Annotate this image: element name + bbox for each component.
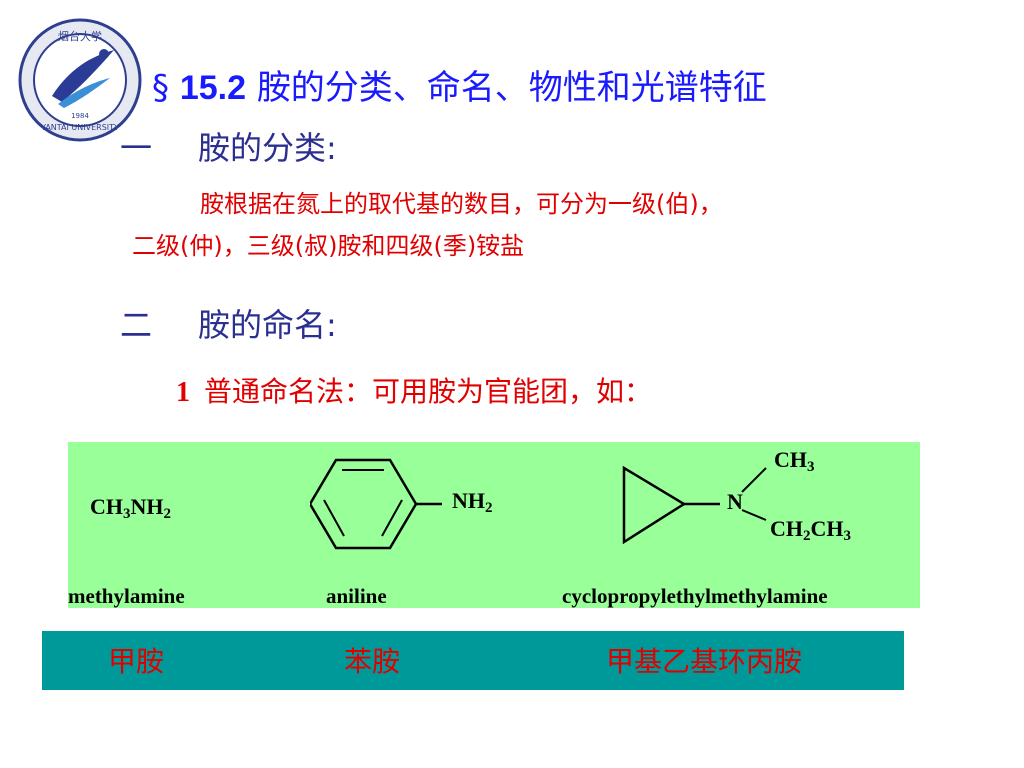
naming-number: 1 — [176, 377, 190, 408]
university-logo: 烟台大学 YANTAI UNIVERSITY 1984 — [18, 18, 142, 142]
methylamine-name: methylamine — [68, 584, 185, 608]
title-text: 胺的分类、命名、物性和光谱特征 — [256, 68, 767, 108]
cyclopropyl-structure — [622, 465, 767, 545]
structures-panel — [68, 442, 920, 608]
section-index: 一 — [120, 129, 153, 167]
section-heading-classification: 一 胺的分类: — [120, 128, 337, 168]
classification-line-1: 胺根据在氮上的取代基的数目，可分为一级(伯)， — [200, 190, 723, 218]
chinese-names-bar — [42, 631, 904, 690]
aniline-chinese-name: 苯胺 — [344, 645, 401, 678]
title-number: 15.2 — [179, 69, 246, 107]
classification-line-2: 二级(仲)，三级(叔)胺和四级(季)铵盐 — [132, 232, 525, 260]
methylamine-formula: CH3NH2 — [90, 494, 171, 522]
naming-text: 普通命名法：可用胺为官能团，如： — [204, 375, 653, 408]
section-heading-text: 胺的命名: — [198, 306, 337, 344]
benzene-ring-structure — [310, 458, 442, 550]
methylamine-chinese-name: 甲胺 — [108, 645, 165, 678]
amine-nitrogen-label: N — [727, 489, 743, 514]
section-heading-text: 胺的分类: — [198, 129, 337, 167]
section-symbol: § — [152, 68, 169, 108]
logo-top-text: 烟台大学 — [58, 29, 102, 43]
cyclopropylethylmethylamine-name: cyclopropylethylmethylamine — [562, 584, 828, 608]
logo-bottom-text: YANTAI UNIVERSITY — [40, 123, 119, 132]
naming-method-line: 1 普通命名法：可用胺为官能团，如： — [176, 372, 652, 413]
logo-year: 1984 — [71, 112, 89, 120]
aniline-nh2-label: NH2 — [452, 488, 493, 516]
section-index: 二 — [120, 306, 153, 344]
cyclopropylethylmethylamine-chinese-name: 甲基乙基环丙胺 — [606, 645, 803, 678]
ethyl-group-label: CH2CH3 — [770, 516, 851, 544]
methyl-group-label: CH3 — [774, 447, 815, 475]
aniline-name: aniline — [326, 584, 387, 608]
section-heading-naming: 二 胺的命名: — [120, 305, 337, 345]
page-title: § 15.2 胺的分类、命名、物性和光谱特征 — [152, 66, 767, 110]
